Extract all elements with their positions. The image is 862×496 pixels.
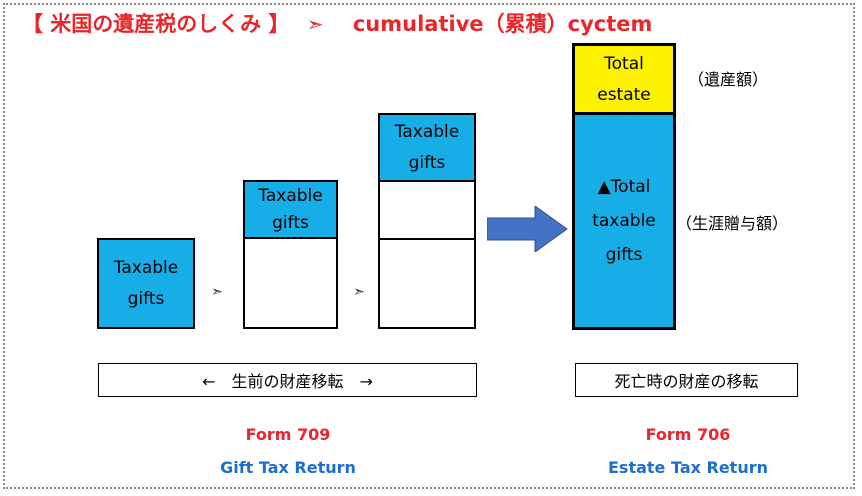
prior-gifts-box-3b bbox=[378, 238, 476, 329]
diagram-frame bbox=[3, 3, 855, 489]
diagram-title: 【 米国の遺産税のしくみ 】 ➣ cumulative（累積）cyctem bbox=[22, 8, 842, 40]
taxable-gifts-box-2: Taxable gifts bbox=[243, 180, 338, 239]
taxable-gifts-box-3: Taxable gifts bbox=[378, 113, 476, 182]
estate-amount-label: （遺産額） bbox=[688, 70, 769, 89]
taxable-gifts-box-1: Taxable gifts bbox=[97, 238, 195, 329]
form-706-label: Form 706 bbox=[645, 425, 731, 444]
prior-gifts-box-3a bbox=[378, 180, 476, 240]
estate-tax-return-label: Estate Tax Return bbox=[608, 458, 768, 477]
title-japanese: 【 米国の遺産税のしくみ 】 bbox=[22, 12, 290, 36]
form-709-label: Form 709 bbox=[245, 425, 331, 444]
total-estate-box: Total estate bbox=[572, 43, 676, 116]
prior-gifts-box-2 bbox=[243, 237, 338, 329]
total-taxable-gifts-box: ▲Total taxable gifts bbox=[572, 112, 676, 330]
separator-chevron-icon: ➣ bbox=[353, 284, 365, 300]
gift-tax-return-label: Gift Tax Return bbox=[220, 458, 356, 477]
separator-chevron-icon: ➣ bbox=[211, 284, 223, 300]
lifetime-gift-amount-label: （生涯贈与額） bbox=[676, 214, 789, 233]
title-arrow-icon: ➣ bbox=[306, 12, 324, 36]
transfer-arrow-icon bbox=[487, 206, 568, 252]
title-english: cumulative（累積）cyctem bbox=[352, 12, 653, 36]
lifetime-transfer-bar: ← 生前の財産移転 → bbox=[98, 363, 477, 397]
death-transfer-bar: 死亡時の財産の移転 bbox=[575, 363, 798, 397]
